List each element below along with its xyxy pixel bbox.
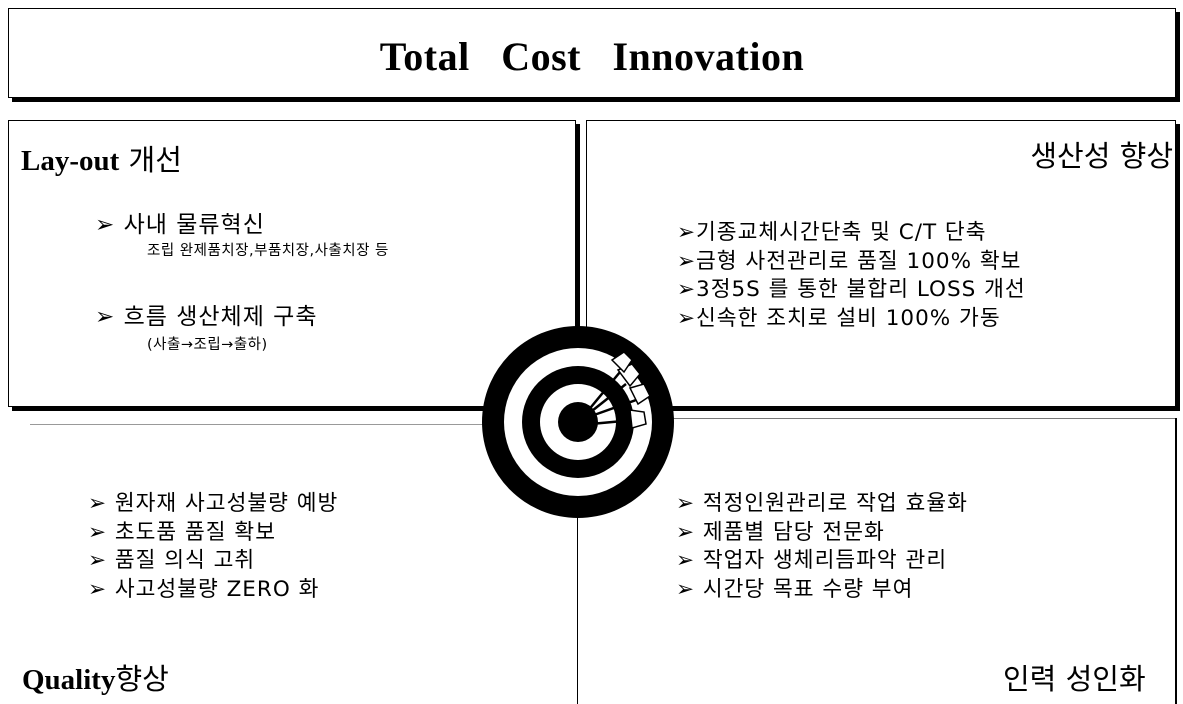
bullet-list-quality: ➢ 원자재 사고성불량 예방 ➢ 초도품 품질 확보 ➢ 품질 의식 고취 ➢ … — [88, 490, 338, 604]
bullet-subtext: 조립 완제품치장,부품치장,사출치장 등 — [147, 243, 389, 259]
target-dartboard-icon — [482, 326, 674, 518]
divider-line — [577, 418, 578, 704]
bullet-item: ➢ 흐름 생산체제 구축 — [95, 304, 318, 330]
divider-line — [670, 418, 1175, 419]
bullet-item: ➢ 사고성불량 ZERO 화 — [88, 576, 320, 602]
bullet-item: ➢ 적정인원관리로 작업 효율화 — [676, 491, 968, 516]
divider-line — [30, 424, 566, 425]
bullet-subtext: (사출→조립→출하) — [147, 337, 268, 353]
bullet-item: ➢ 사내 물류혁신 — [95, 212, 265, 238]
quadrant-productivity: 생산성 향상 ➢기종교체시간단축 및 C/T 단축 ➢금형 사전관리로 품질 1… — [586, 120, 1176, 407]
bullet-item: ➢ 제품별 담당 전문화 — [676, 519, 885, 545]
bullet-item: ➢신속한 조치로 설비 100% 가동 — [677, 305, 1001, 331]
bullet-list: ➢기종교체시간단축 및 C/T 단축 ➢금형 사전관리로 품질 100% 확보 … — [677, 219, 1026, 333]
quadrant-layout-improvement: Lay-out 개선 ➢ 사내 물류혁신 조립 완제품치장,부품치장,사출치장 … — [8, 120, 576, 407]
bullet-item: ➢3정5S 를 통한 불합리 LOSS 개선 — [677, 277, 1026, 302]
divider-line — [1175, 418, 1177, 704]
heading-korean: 향상 — [115, 662, 169, 696]
quadrant-heading-workforce: 인력 성인화 — [1003, 662, 1146, 696]
bullet-item: ➢금형 사전관리로 품질 100% 확보 — [677, 248, 1022, 274]
heading-english: Quality — [22, 664, 116, 696]
title-banner: Total Cost Innovation — [8, 8, 1176, 98]
heading-english: Lay-out — [21, 145, 120, 177]
page-title: Total Cost Innovation — [379, 34, 805, 79]
dart-icon — [577, 371, 637, 427]
bullet-item: ➢ 원자재 사고성불량 예방 — [88, 491, 339, 516]
quadrant-heading-productivity: 생산성 향상 — [1030, 139, 1173, 173]
bullet-item: ➢ 시간당 목표 수량 부여 — [676, 576, 914, 602]
quadrant-heading-quality: Quality향상 — [22, 656, 169, 698]
heading-korean: 개선 — [119, 143, 182, 177]
dart-flight-icon — [610, 351, 651, 429]
bullet-item: ➢기종교체시간단축 및 C/T 단축 — [677, 220, 987, 245]
bullet-list-workforce: ➢ 적정인원관리로 작업 효율화 ➢ 제품별 담당 전문화 ➢ 작업자 생체리듬… — [676, 490, 968, 604]
quadrant-heading-layout: Lay-out 개선 — [21, 137, 182, 179]
bullet-item: ➢ 초도품 품질 확보 — [88, 519, 276, 545]
bullet-item: ➢ 작업자 생체리듬파악 관리 — [676, 548, 948, 573]
bullet-item: ➢ 품질 의식 고취 — [88, 548, 256, 573]
